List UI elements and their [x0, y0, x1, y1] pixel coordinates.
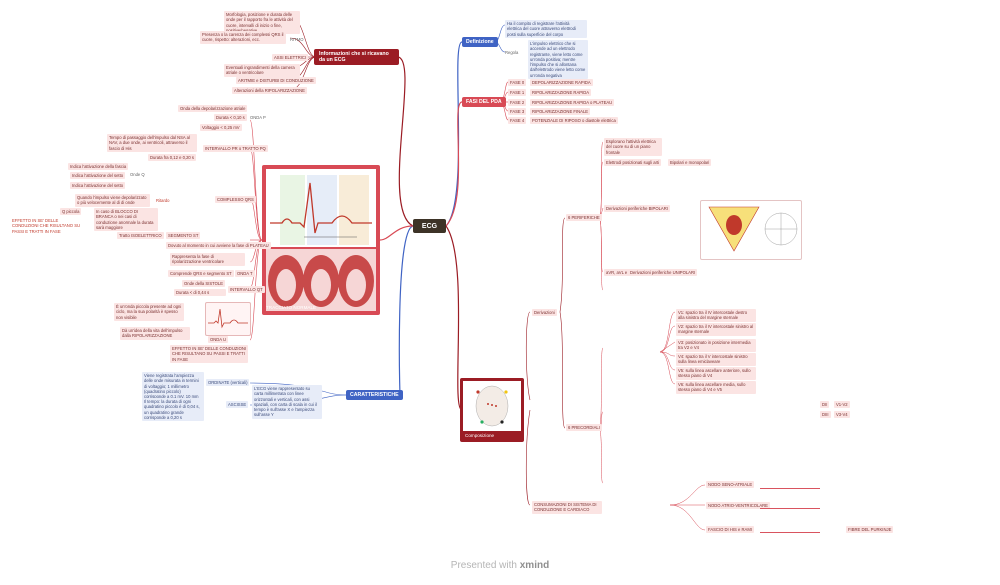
precordiali-item-2[interactable]: V2: spazio tra il IV intercostale sinist…: [676, 323, 756, 336]
definizione-tag: Regola: [505, 50, 519, 55]
label-v3v4: V3-V4: [834, 411, 850, 419]
composizione-derivazioni[interactable]: Derivazioni: [532, 309, 557, 317]
xmind-brand[interactable]: xmind: [519, 560, 550, 571]
tracciato-item-15[interactable]: Onde della SISTOLE: [182, 280, 226, 288]
precordiali-item-5[interactable]: V5: sulla linea ascellare anteriore, sul…: [676, 367, 756, 380]
footer-prefix: Presented with: [450, 560, 520, 571]
caratteristiche-ordinate[interactable]: ORDINATE (verticali): [206, 379, 250, 387]
caratteristiche-ascisse-text[interactable]: Il tempo: la durata di ogni quadratino p…: [142, 398, 204, 421]
fase-2-text[interactable]: RIPOLARIZZAZIONE RAPIDA o PLATEAU: [530, 99, 615, 107]
definizione-item-1[interactable]: Ha il compito di registrare l'attività e…: [505, 20, 587, 38]
cond-item-3[interactable]: FASCIO DI HIS e RAMI: [706, 526, 754, 534]
info-item-6[interactable]: Alterazioni della RIPOLARIZZAZIONE: [232, 87, 307, 95]
tracciato-extra-ritardo: Ritardo: [156, 198, 170, 203]
periferiche-item-avr[interactable]: aVR, aVL e aVF: [604, 269, 639, 277]
label-diii: DIII: [820, 411, 831, 419]
ecg-illustration: [266, 169, 376, 311]
fase-4-label: FASE 4: [508, 117, 527, 125]
tracciato-item-12[interactable]: Dovuto al momento in cui avviene la fase…: [166, 242, 271, 250]
fase-4-text[interactable]: POTENZIALE DI RIPOSO o diastole elettric…: [530, 117, 618, 125]
label-v1v2: V1-V2: [834, 401, 850, 409]
tracciato-item-16[interactable]: Durata < di 0,44 s: [174, 289, 226, 297]
tracciato-extra-q: Onde Q: [130, 172, 145, 177]
tracciato-item-3[interactable]: Voltaggio < 0,25 mV: [200, 124, 242, 132]
periferiche-item-3[interactable]: Bipolari e monopolari: [668, 159, 712, 167]
tracciato-extra-effetto: EFFETTO IN SE' DELLE CONDUZIONI CHE RISU…: [12, 218, 81, 234]
tracciato-item-17[interactable]: È un'onda piccola presente ad ogni ciclo…: [114, 303, 184, 321]
fase-0-text[interactable]: DEPOLARIZZAZIONE RAPIDA: [530, 79, 593, 87]
tracciato-extra-q-piccola: Q piccola: [60, 208, 82, 216]
tag-segmento-st[interactable]: SEGMENTO ST: [166, 232, 201, 240]
cond-item-1[interactable]: NODO SENO-ATRIALE: [706, 481, 755, 489]
tracciato-item-1[interactable]: Onda della depolarizzazione atriale: [178, 105, 248, 113]
precordiali-item-1[interactable]: V1: spazio tra il IV intercostale destro…: [676, 309, 756, 322]
ecg-strip-image: [205, 302, 251, 336]
branch-definizione[interactable]: Definizione: [462, 37, 498, 47]
info-item-3[interactable]: ASSI ELETTRICI: [272, 54, 309, 62]
tracciato-panel[interactable]: [262, 165, 380, 315]
underline-bar: [760, 508, 820, 510]
branch-fasi[interactable]: FASI DEL PDA: [462, 97, 506, 107]
tag-intervallo-qt[interactable]: INTERVALLO QT: [228, 286, 265, 294]
torso-electrodes-illustration: [463, 381, 521, 431]
tracciato-item-10[interactable]: In caso di BLOCCO DI BRANCA o nei casi d…: [94, 208, 158, 231]
branch-info[interactable]: Informazioni che si ricavano da un ECG: [314, 49, 399, 65]
periferiche-item-bipolari-tag[interactable]: Derivazioni periferiche BIPOLARI: [604, 205, 670, 213]
tracciato-item-5[interactable]: Durata fra 0,12 e 0,20 s: [148, 154, 196, 162]
fase-1-text[interactable]: RIPOLARIZZAZIONE RAPIDA: [530, 89, 592, 97]
tag-onda-p: ONDA P: [250, 115, 266, 120]
fase-1-label: FASE 1: [508, 89, 527, 97]
composizione-panel[interactable]: [460, 378, 524, 442]
precordiali-item-6[interactable]: V6: sulla linea ascellare media, sullo s…: [676, 381, 756, 394]
tracciato-title: TRACCIATO NORMALE: [266, 305, 317, 310]
tracciato-extra-note: EFFETTO IN SE' DELLE CONDUZIONI CHE RISU…: [170, 345, 248, 363]
tracciato-item-8[interactable]: Indica l'attivazione del setto: [70, 182, 126, 190]
root-node[interactable]: ECG: [413, 219, 446, 233]
tracciato-item-11[interactable]: Tratto ISOELETTRICO: [117, 232, 164, 240]
underline-bar: [760, 532, 820, 534]
tracciato-item-7[interactable]: Indica l'attivazione del setto: [70, 172, 126, 180]
einthoven-triangle-image: [700, 200, 802, 260]
tag-onda-t[interactable]: ONDA T: [235, 270, 255, 278]
definizione-item-2[interactable]: L'impulso elettrico che si accende ad un…: [528, 40, 588, 79]
periferiche-item-2[interactable]: Elettrodi posizionati sugli arti: [604, 159, 662, 167]
branch-caratteristiche[interactable]: CARATTERISTICHE: [346, 390, 403, 400]
composizione-title: Composizione: [465, 433, 495, 438]
fase-0-label: FASE 0: [508, 79, 527, 87]
precordiali-item-3[interactable]: V3: posizionato in posizione intermedia …: [676, 339, 756, 352]
periferiche-item-unipolari[interactable]: Derivazioni periferiche UNIPOLARI: [628, 269, 698, 277]
tracciato-item-4[interactable]: Tempo di passaggio dell'impulso dal NSA …: [107, 134, 197, 152]
tracciato-item-13[interactable]: Rappresenta la fase di ripolarizzazione …: [170, 253, 245, 266]
info-tag-ritmo: RITMO: [290, 37, 304, 42]
caratteristiche-intro[interactable]: L'ECG viene rappresentato su carta milli…: [252, 385, 322, 419]
info-item-5[interactable]: ARITMIE e DISTURBI DI CONDUZIONE: [236, 77, 316, 85]
precordiali-item-4[interactable]: V4: spazio tra il V intercostale sinistr…: [676, 353, 756, 366]
tracciato-item-6[interactable]: Indica l'attivazione della fascia: [68, 163, 129, 171]
cond-purkinje[interactable]: FIBRE DEL PURKINJE: [846, 526, 894, 534]
fase-2-label: FASE 2: [508, 99, 527, 107]
tracciato-item-2[interactable]: Durata < 0,10 s: [214, 114, 247, 122]
tag-onda-u[interactable]: ONDA U: [208, 336, 229, 344]
label-dii: DII: [820, 401, 830, 409]
caratteristiche-ascisse[interactable]: ASCISSE: [226, 401, 249, 409]
composizione-periferiche[interactable]: 6 PERIFERICHE: [566, 214, 602, 222]
footer-presented-with: Presented with xmind: [0, 560, 1000, 571]
tracciato-item-18[interactable]: Dà un'idea della vita dell'impulso dalla…: [120, 327, 190, 340]
info-item-2[interactable]: Presenza o la carenza dei complessi QRS …: [200, 31, 286, 44]
info-item-1[interactable]: Morfologia, posizione e durata delle ond…: [224, 11, 300, 34]
underline-bar: [760, 488, 820, 490]
tag-intervallo-pr[interactable]: INTERVALLO PR o TRATTO PQ: [203, 145, 268, 153]
composizione-precordiali[interactable]: 6 PRECORDIALI: [566, 424, 602, 432]
tag-complesso-qrs[interactable]: COMPLESSO QRS: [215, 196, 256, 204]
fase-3-text[interactable]: RIPOLARIZZAZIONE FINALE: [530, 108, 591, 116]
composizione-conduzione[interactable]: CONSUMAZIONI DI SISTEMA DI CONDUZIONE E …: [532, 501, 602, 514]
info-item-4[interactable]: Eventuali ingrandimenti della camera atr…: [224, 64, 300, 77]
periferiche-item-1[interactable]: Esplorano l'attività elettrica del cuore…: [604, 138, 662, 156]
fase-3-label: FASE 3: [508, 108, 527, 116]
tracciato-item-9[interactable]: Quando l'impulso viene depolarizzato o p…: [75, 194, 150, 207]
cond-item-2[interactable]: NODO ATRIO-VENTRICOLARE: [706, 502, 770, 510]
tracciato-item-14[interactable]: Comprende QRS e segmento ST: [168, 270, 234, 278]
